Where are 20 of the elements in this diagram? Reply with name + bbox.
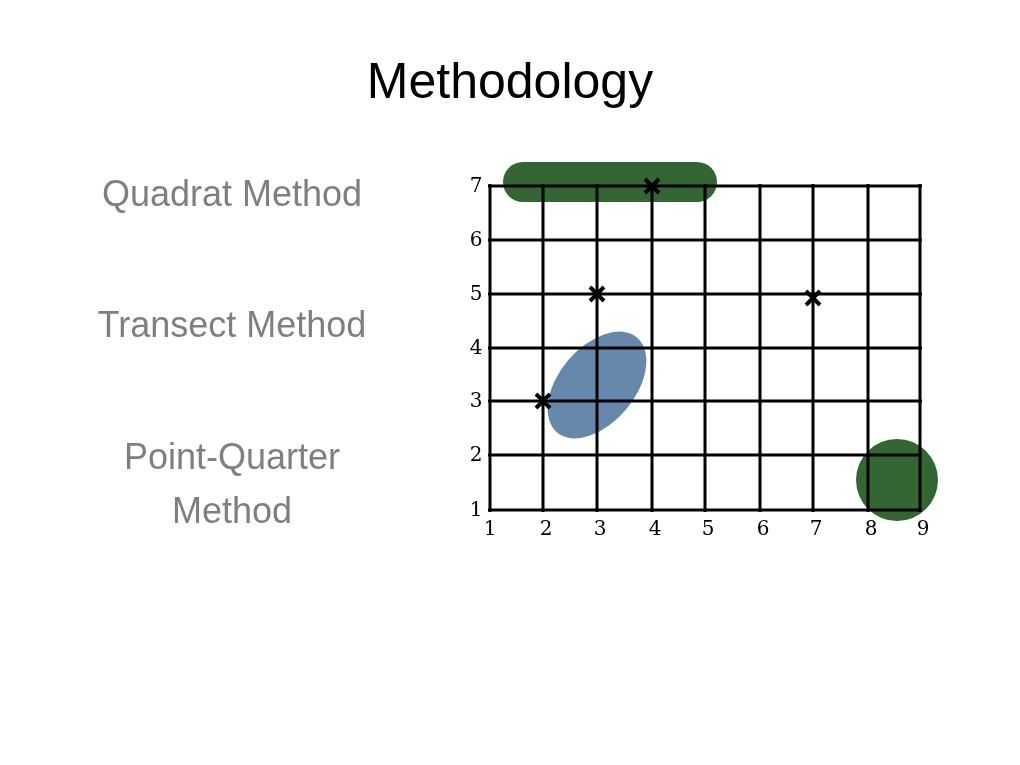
axis-tick-label: 4 bbox=[468, 336, 484, 358]
axis-tick-label: 5 bbox=[700, 517, 716, 539]
axis-tick-label: 7 bbox=[468, 174, 484, 196]
axis-tick-label: 3 bbox=[468, 389, 484, 411]
slide-title: Methodology bbox=[365, 52, 655, 110]
method-name: Quadrat Method bbox=[100, 172, 364, 216]
method-name: Point-Quarter Method bbox=[122, 435, 342, 533]
axis-tick-label: 2 bbox=[538, 517, 554, 539]
axis-tick-label: 9 bbox=[915, 517, 931, 539]
axis-tick-label: 7 bbox=[808, 517, 824, 539]
axis-tick-label: 3 bbox=[592, 517, 608, 539]
axis-tick-label: 2 bbox=[468, 443, 484, 465]
axis-tick-label: 5 bbox=[468, 282, 484, 304]
axis-tick-label: 6 bbox=[755, 517, 771, 539]
axis-tick-label: 1 bbox=[468, 498, 484, 520]
axis-tick-label: 1 bbox=[482, 517, 498, 539]
method-name: Transect Method bbox=[96, 303, 368, 347]
axis-tick-label: 6 bbox=[468, 228, 484, 250]
axis-tick-label: 4 bbox=[647, 517, 663, 539]
axis-tick-label: 8 bbox=[863, 517, 879, 539]
